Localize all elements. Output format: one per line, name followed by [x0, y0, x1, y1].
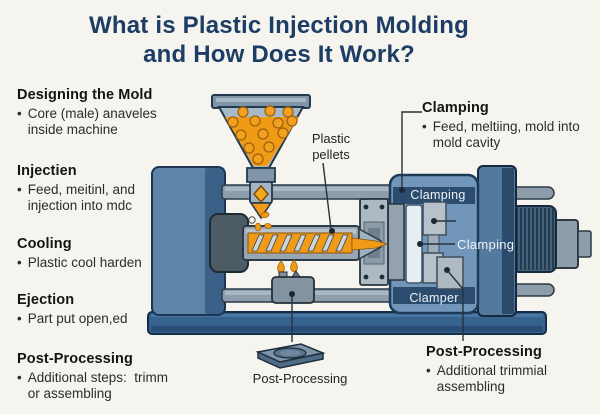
- section-heading: Injectien: [17, 163, 77, 179]
- machine-base: [147, 311, 547, 335]
- bullet-text: Plastic cool harden: [27, 255, 142, 270]
- section-post-processing-right: Post-Processing • Additional trimmial as…: [426, 344, 586, 396]
- pellets: [227, 105, 298, 165]
- section-cooling: Cooling • Plastic cool harden: [17, 236, 187, 271]
- bullet-glyph: •: [426, 363, 431, 378]
- bullet-glyph: •: [17, 182, 22, 197]
- bullet-glyph: •: [17, 106, 22, 121]
- section-heading: Post-Processing: [17, 351, 133, 367]
- bullet-text: Part put open,ed: [27, 311, 128, 326]
- label-post-processing-center: Post-Processing: [252, 371, 348, 386]
- bullet-item: • Core (male) anaveles inside machine: [17, 106, 182, 139]
- rear-slab: [477, 165, 517, 317]
- bullet-glyph: •: [17, 255, 22, 270]
- bullet-text: Additional trimmial assembling: [436, 363, 551, 395]
- label-clamper: Clamper: [409, 291, 459, 305]
- screw: [247, 232, 353, 254]
- bullet-glyph: •: [17, 311, 22, 326]
- section-post-processing-left: Post-Processing • Additional steps: trim…: [17, 351, 182, 403]
- title-line-2: and How Does It Work?: [143, 40, 415, 68]
- label-plastic-pellets: Plastic pellets: [311, 131, 351, 162]
- bullet-glyph: •: [17, 370, 22, 385]
- ejected-part-block: [271, 259, 315, 304]
- bullet-item: • Additional steps: trimm or assembling: [17, 370, 182, 403]
- bullet-item: • Feed, meltiing, mold into mold cavity: [422, 119, 582, 152]
- section-injection: Injectien • Feed, meitinl, and injection…: [17, 163, 182, 215]
- injection-barrel: [209, 213, 389, 273]
- bullet-item: • Plastic cool harden: [17, 255, 187, 271]
- label-clamping-top: Clamping: [410, 188, 466, 202]
- bullet-text: Feed, meltiing, mold into mold cavity: [432, 119, 584, 151]
- page-title: What is Plastic Injection Molding and Ho…: [0, 12, 558, 70]
- tie-bar-stubs: [505, 186, 555, 297]
- section-ejection: Ejection • Part put open,ed: [17, 292, 182, 327]
- section-designing-the-mold: Designing the Mold • Core (male) anavele…: [17, 87, 182, 139]
- bullet-text: Feed, meitinl, and injection into mdc: [27, 182, 139, 214]
- bullet-text: Core (male) anaveles inside machine: [27, 106, 161, 138]
- hopper: [211, 94, 311, 220]
- leader-dots: [289, 187, 450, 297]
- section-heading: Post-Processing: [426, 344, 542, 360]
- melt-stream: [351, 237, 389, 251]
- section-clamping-right: Clamping • Feed, meltiing, mold into mol…: [422, 100, 582, 152]
- section-heading: Cooling: [17, 236, 72, 252]
- section-heading: Ejection: [17, 292, 75, 308]
- motor-unit: [511, 205, 592, 273]
- falling-pellets: [248, 211, 272, 232]
- section-heading: Designing the Mold: [17, 87, 153, 103]
- label-clamping-mid: Clamping: [457, 237, 515, 252]
- bullet-item: • Additional trimmial assembling: [426, 363, 586, 396]
- hopper-valve-diamond: [253, 184, 269, 204]
- title-line-1: What is Plastic Injection Molding: [89, 12, 469, 39]
- section-heading: Clamping: [422, 100, 489, 116]
- molded-part: [255, 343, 326, 369]
- bullet-item: • Part put open,ed: [17, 311, 182, 327]
- bullet-glyph: •: [422, 119, 427, 134]
- leader-lines: [291, 111, 464, 342]
- hopper-tip: [249, 202, 273, 220]
- tie-bar-upper: [221, 184, 395, 200]
- bullet-item: • Feed, meitinl, and injection into mdc: [17, 182, 182, 215]
- bullet-text: Additional steps: trimm or assembling: [27, 370, 172, 402]
